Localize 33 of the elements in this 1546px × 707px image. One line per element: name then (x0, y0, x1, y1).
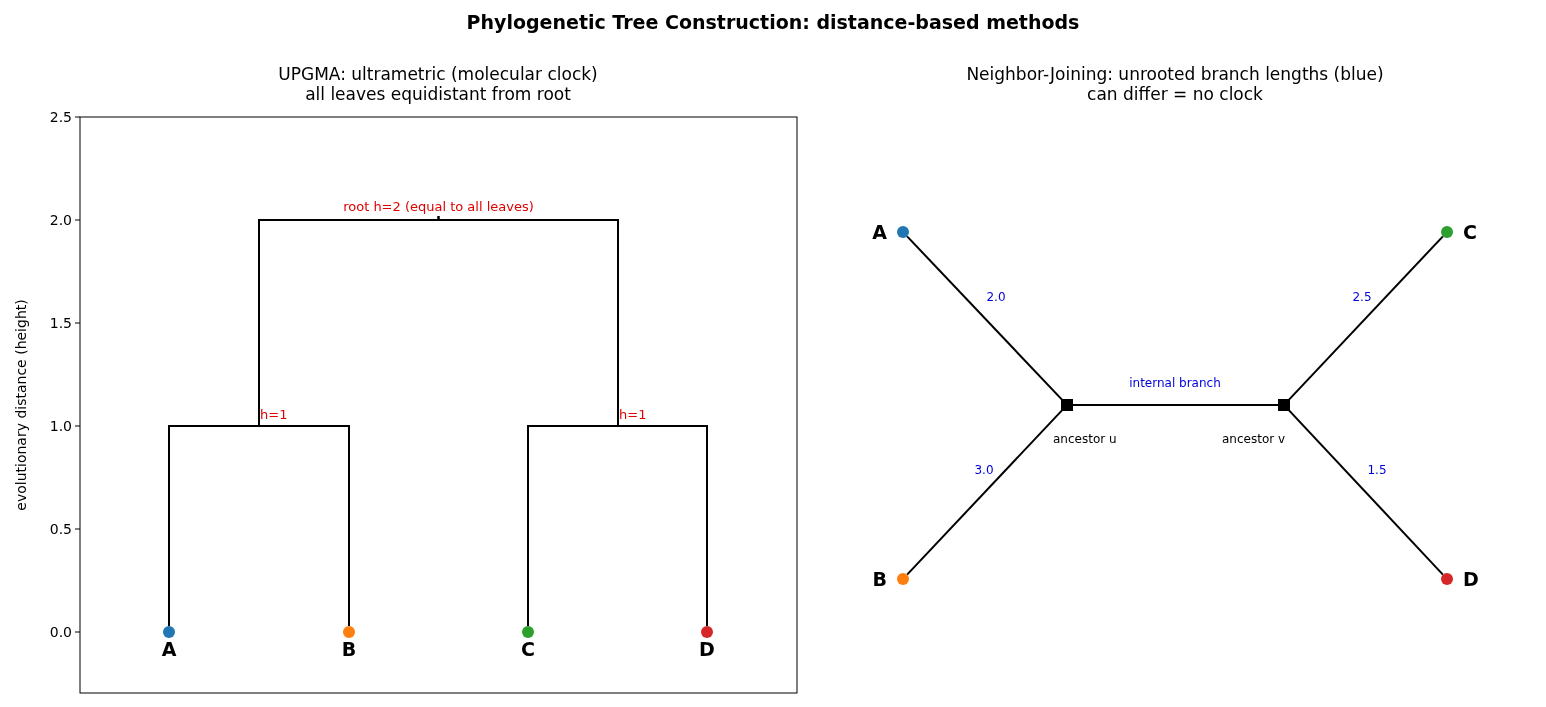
branch-line (617, 425, 708, 627)
branch-line (906, 409, 1064, 576)
leaf-label: D (699, 638, 715, 660)
height-label: h=1 (619, 407, 647, 423)
tick-label: 1.5 (49, 314, 72, 332)
branch-line (1287, 235, 1444, 401)
tick-label: 0.0 (49, 623, 72, 641)
tick-label: 2.0 (49, 211, 72, 229)
subplot-title: UPGMA: ultrametric (molecular clock) all leaves equidistant from root (278, 64, 598, 104)
node-label: ancestor u (1053, 431, 1117, 447)
branch-line (527, 425, 619, 627)
branch-line (1287, 409, 1444, 576)
tick-label: 2.5 (49, 108, 72, 126)
subplot-title: Neighbor-Joining: unrooted branch lengths (blue) can differ = no clock (965, 64, 1385, 104)
branch-line (906, 235, 1064, 401)
leaf-label: C (521, 638, 535, 660)
leaf-label: D (1463, 568, 1479, 590)
branch-line (1072, 404, 1279, 406)
leaf-label: B (341, 638, 357, 660)
tick-label: 0.5 (49, 520, 72, 538)
leaf-label: B (872, 568, 887, 590)
branch-line (258, 425, 350, 627)
tick-label: 1.0 (49, 417, 72, 435)
leaf-label: A (872, 221, 887, 243)
height-label: h=1 (260, 407, 288, 423)
leaf-label: A (161, 638, 177, 660)
figure-title: Phylogenetic Tree Construction: distance-based methods (465, 11, 1081, 33)
branch-line (168, 425, 260, 627)
branch-line (437, 215, 619, 427)
axis-title: evolutionary distance (height) (13, 299, 29, 511)
leaf-label: C (1463, 221, 1477, 243)
node-label: ancestor v (1222, 431, 1286, 447)
root-label: root h=2 (equal to all leaves) (288, 198, 589, 216)
